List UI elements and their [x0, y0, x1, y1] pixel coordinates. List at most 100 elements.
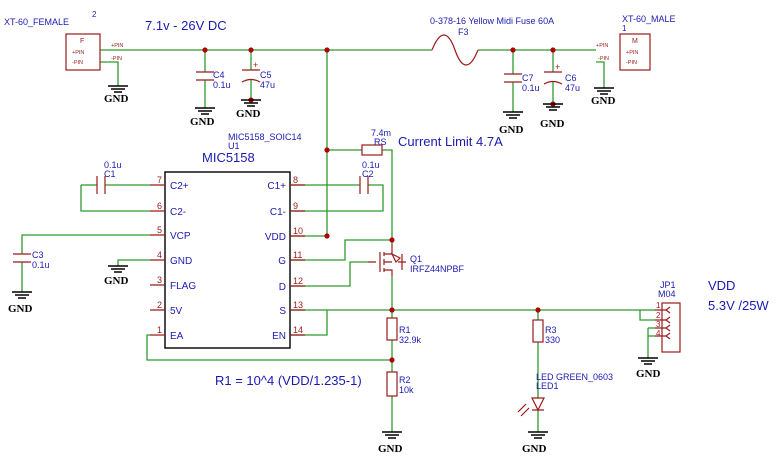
- capacitor-c7[interactable]: C7 0.1u: [504, 73, 540, 93]
- c5-polarity: +: [253, 60, 258, 70]
- fuse-ref: F3: [458, 27, 469, 37]
- xt60-male-pin-plus-label: +PIN: [596, 43, 608, 49]
- ic-ref: U1: [228, 141, 240, 151]
- gnd-label: GND: [8, 303, 33, 315]
- junction-dot: [389, 357, 395, 363]
- r1-ref: R1: [399, 325, 411, 335]
- c3-value: 0.1u: [32, 260, 50, 270]
- ic-package: MIC5158_SOIC14: [228, 132, 302, 142]
- ground-icon: GND: [591, 87, 616, 107]
- capacitor-c4[interactable]: C4 0.1u: [196, 70, 231, 90]
- capacitor-c6[interactable]: + C6 47u: [543, 62, 580, 93]
- c4-ref: C4: [213, 70, 225, 80]
- ground-icon: GND: [636, 357, 661, 380]
- c5-value: 47u: [260, 80, 275, 90]
- xt60-male-name: XT-60_MALE: [622, 14, 676, 24]
- gnd-label: GND: [636, 368, 661, 380]
- ground-icon: GND: [236, 99, 261, 120]
- junction-dots: [202, 47, 556, 363]
- pin-num: 2: [157, 300, 162, 310]
- c5-ref: C5: [260, 70, 272, 80]
- junction-dot: [510, 47, 516, 53]
- jp1-value: M04: [658, 289, 676, 299]
- capacitor-c2[interactable]: 0.1u C2: [359, 160, 380, 194]
- fuse-symbol: [431, 34, 479, 66]
- pin-name: 5V: [170, 306, 183, 317]
- header-jp1[interactable]: JP1 M04 1 2 3 4: [655, 280, 681, 353]
- ground-icon: GND: [8, 291, 33, 315]
- q1-ref: Q1: [410, 254, 422, 264]
- capacitor-c3[interactable]: C3 0.1u: [13, 250, 50, 270]
- led-ref: LED1: [536, 381, 559, 391]
- pin-name: C1-: [270, 207, 286, 218]
- led-type: LED GREEN_0603: [536, 372, 613, 382]
- ic-left-pin-names: C2+ C2- VCP GND FLAG 5V EA: [170, 181, 196, 342]
- resistor-r2[interactable]: R2 10k: [386, 371, 414, 397]
- xt60-female-number: 2: [92, 10, 97, 19]
- junction-dot: [535, 307, 541, 313]
- mosfet-symbol: [368, 244, 393, 276]
- c2-ref: C2: [362, 169, 374, 179]
- gnd-label: GND: [104, 275, 129, 287]
- led-light-rays-icon: [517, 403, 530, 417]
- resistor-rs[interactable]: 7.4m RS: [361, 128, 391, 156]
- mosfet-q1[interactable]: Q1 IRFZ44NPBF: [368, 244, 465, 276]
- pin-num: 10: [293, 226, 303, 236]
- pin-num: 13: [293, 300, 303, 310]
- led-led1[interactable]: LED GREEN_0603 LED1: [517, 372, 613, 417]
- gnd-label: GND: [104, 93, 129, 105]
- resistor-r3[interactable]: R3 330: [532, 319, 560, 345]
- pin-num: 8: [293, 175, 298, 185]
- rs-value: 7.4m: [371, 128, 391, 138]
- ground-icon: GND: [499, 111, 524, 136]
- led-symbol: [531, 397, 545, 412]
- r1-value: 32.9k: [399, 335, 422, 345]
- r2-ref: R2: [399, 375, 411, 385]
- jp1-pin-num: 3: [656, 320, 661, 329]
- gnd-label: GND: [540, 118, 565, 130]
- feedback-formula: R1 = 10^4 (VDD/1.235-1): [215, 373, 362, 388]
- xt60-male-number: 1: [622, 24, 627, 33]
- capacitor-c1[interactable]: 0.1u C1: [96, 160, 122, 194]
- vdd-spec-label: 5.3V /25W: [708, 298, 769, 313]
- capacitor-c5[interactable]: + C5 47u: [241, 60, 275, 90]
- pin-num: 11: [293, 250, 302, 260]
- resistor-r1[interactable]: R1 32.9k: [386, 317, 422, 345]
- r3-value: 330: [545, 335, 560, 345]
- xt60-female-connector[interactable]: F +PIN -PIN +PIN -PIN XT-60_FEMALE 2: [4, 10, 123, 71]
- junction-dot: [389, 307, 395, 313]
- xt60-male-pin-minus-label: -PIN: [598, 56, 609, 62]
- jp1-pin-num: 4: [656, 329, 661, 338]
- pin-name: VCP: [170, 231, 191, 242]
- xt60-female-pin-plus: +PIN: [72, 50, 84, 56]
- r2-value: 10k: [399, 385, 414, 395]
- pin-num: 1: [157, 325, 162, 335]
- wires: [21, 49, 655, 432]
- xt60-male-connector[interactable]: M +PIN -PIN +PIN -PIN XT-60_MALE 1: [596, 14, 676, 71]
- gnd-label: GND: [522, 443, 547, 455]
- ground-icon: GND: [190, 107, 215, 128]
- c7-value: 0.1u: [522, 83, 540, 93]
- junction-dot: [550, 47, 556, 53]
- c1-ref: C1: [104, 169, 116, 179]
- vdd-label: VDD: [708, 278, 735, 293]
- pin-num: 14: [293, 325, 303, 335]
- xt60-male-letter: M: [632, 38, 638, 45]
- xt60-male-pin-minus: -PIN: [626, 60, 637, 66]
- junction-dot: [389, 237, 395, 243]
- fuse-value: 0-378-16 Yellow Midi Fuse 60A: [430, 16, 554, 26]
- c6-ref: C6: [565, 73, 577, 83]
- pin-name: D: [279, 282, 286, 293]
- ground-icon: GND: [378, 431, 403, 455]
- ic-u1-mic5158[interactable]: MIC5158_SOIC14 U1 MIC5158 7 6 5 4 3 2 1 …: [150, 132, 305, 349]
- c6-value: 47u: [565, 83, 580, 93]
- ic-name: MIC5158: [202, 150, 255, 165]
- current-limit-label: Current Limit 4.7A: [398, 134, 503, 149]
- fuse-f3[interactable]: 0-378-16 Yellow Midi Fuse 60A F3: [430, 16, 554, 66]
- ground-icon: GND: [540, 103, 565, 130]
- pin-num: 6: [157, 201, 162, 211]
- xt60-female-name: XT-60_FEMALE: [4, 17, 69, 27]
- pin-num: 3: [157, 275, 162, 285]
- c1-value: 0.1u: [104, 160, 122, 170]
- ic-left-pin-numbers: 7 6 5 4 3 2 1: [157, 175, 162, 335]
